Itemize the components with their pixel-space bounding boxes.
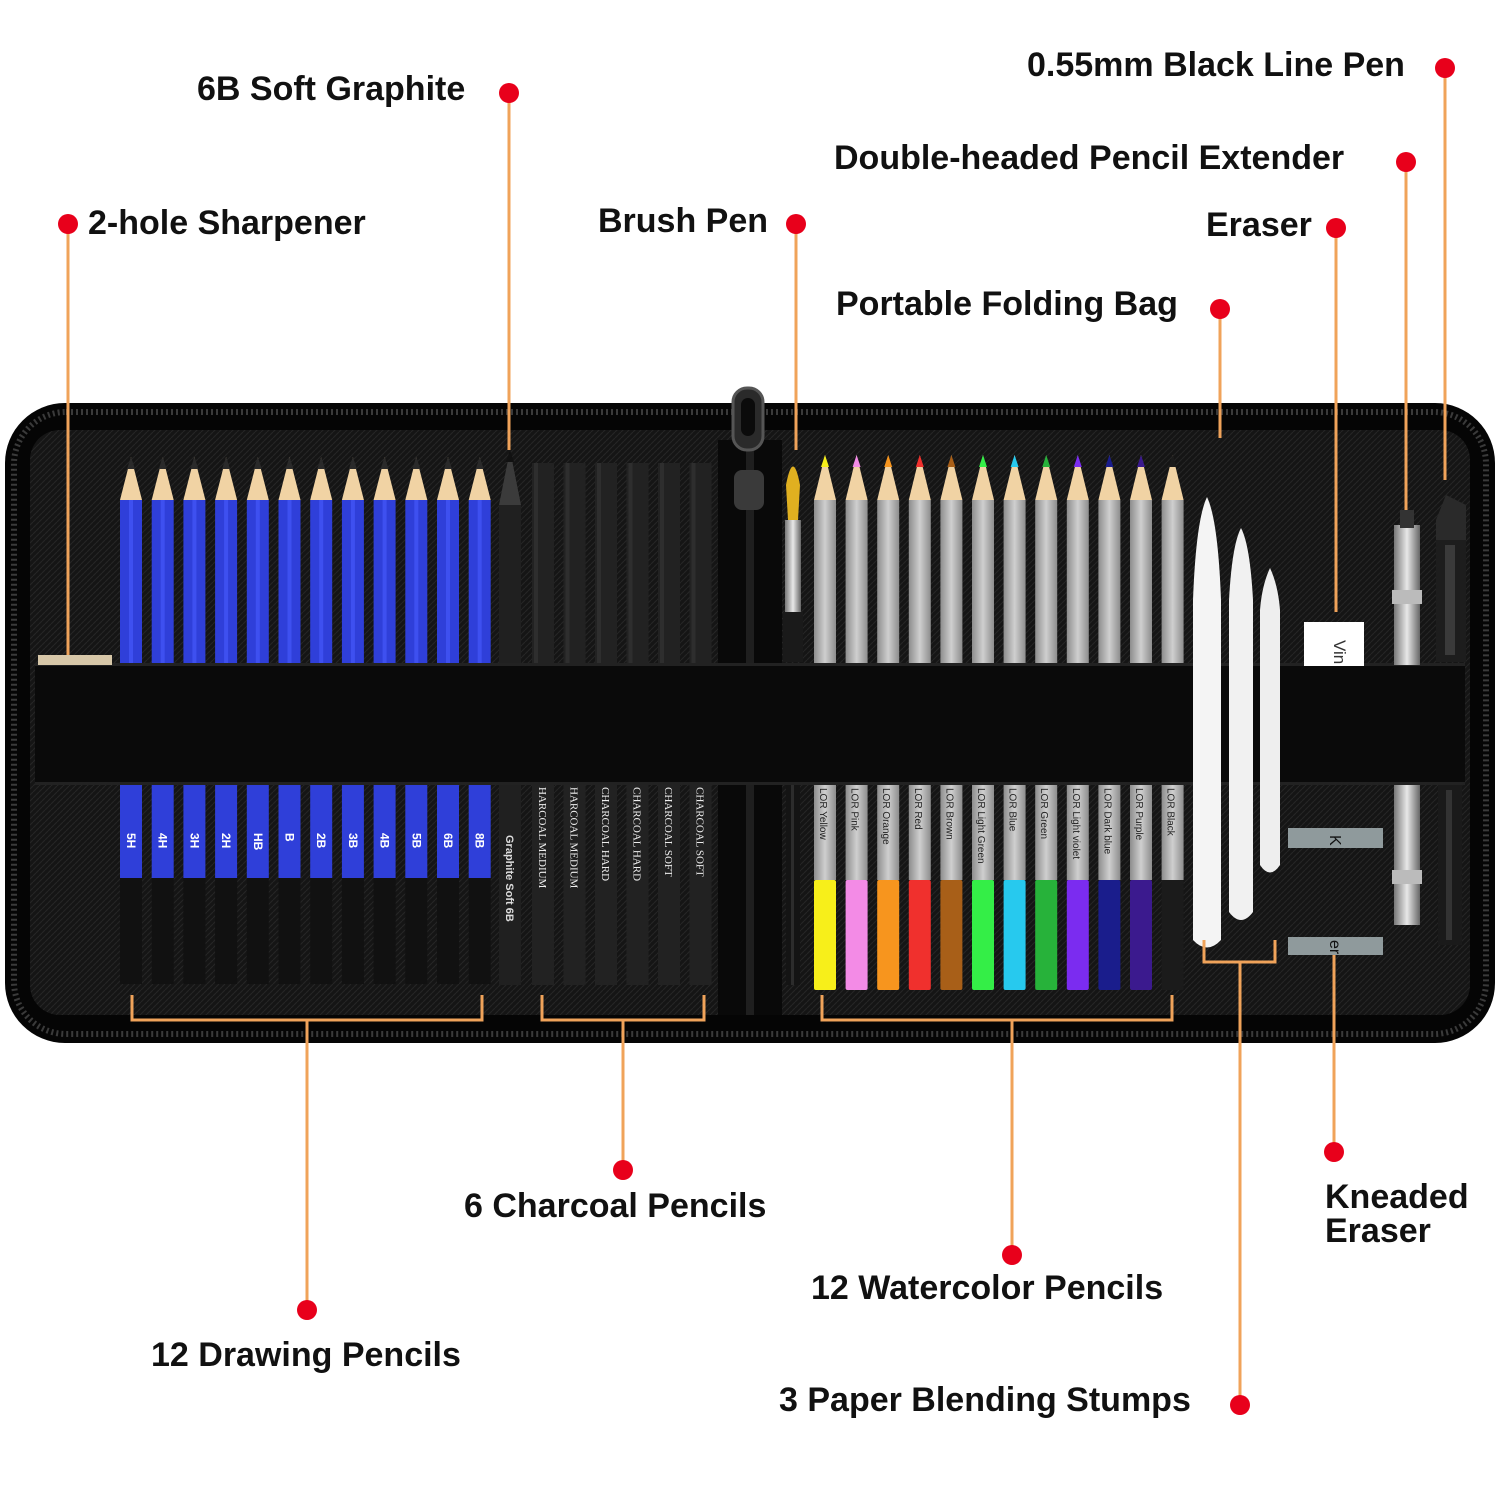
callout-dots xyxy=(58,58,1455,1415)
zipper-pull xyxy=(731,386,765,510)
drawing-pencil: 4B xyxy=(373,457,396,984)
watercolor-pencil: LOR Dark blue xyxy=(1098,455,1121,990)
drawing-pencil: 5H xyxy=(120,457,142,984)
drawing-pencil: 2B xyxy=(310,457,333,984)
charcoal-pencil: CHARCOAL SOFT xyxy=(658,463,680,985)
label-kneaded-eraser-line2: Eraser xyxy=(1325,1212,1431,1250)
watercolor-pencil: LOR Yellow xyxy=(814,455,836,990)
watercolor-pencil: LOR Light violet xyxy=(1066,455,1089,990)
watercolor-pencil-label: LOR Red xyxy=(912,788,923,830)
label-watercolor-pencils: 12 Watercolor Pencils xyxy=(811,1269,1164,1307)
watercolor-pencil-label: LOR Yellow xyxy=(817,788,828,840)
drawing-pencil: 4H xyxy=(151,457,174,984)
pencil-grade-label: 3B xyxy=(346,833,360,849)
watercolor-pencil: LOR Blue xyxy=(1003,455,1026,990)
kneaded-eraser: K er xyxy=(1288,828,1383,955)
drawing-pencil: HB xyxy=(246,457,269,984)
graphite-pencil: Graphite Soft 6B xyxy=(499,450,521,985)
charcoal-pencil-label: HARCOAL MEDIUM xyxy=(568,787,580,889)
charcoal-pencil: HARCOAL MEDIUM xyxy=(532,463,554,985)
label-blending-stumps: 3 Paper Blending Stumps xyxy=(779,1381,1191,1419)
watercolor-pencils: LOR Yellow LOR Pink LOR Orange LOR Red LOR B… xyxy=(814,455,1184,990)
drawing-pencils: 5H 4H 3H 2H HB B 2B 3B 4B 5B 6B 8B xyxy=(120,457,491,984)
charcoal-pencil: CHARCOAL HARD xyxy=(595,463,617,985)
watercolor-pencil: LOR Brown xyxy=(940,455,963,990)
label-sharpener: 2-hole Sharpener xyxy=(88,204,366,242)
watercolor-pencil: LOR Green xyxy=(1035,455,1058,990)
svg-text:K: K xyxy=(1326,835,1343,846)
label-folding-bag: Portable Folding Bag xyxy=(836,285,1178,323)
svg-text:er: er xyxy=(1326,940,1343,955)
leader-lines xyxy=(66,68,1447,1405)
svg-text:Vin: Vin xyxy=(1330,640,1349,664)
label-drawing-pencils: 12 Drawing Pencils xyxy=(151,1336,461,1374)
watercolor-pencil: LOR Pink xyxy=(845,455,868,990)
charcoal-pencil-label: HARCOAL MEDIUM xyxy=(536,787,548,889)
label-kneaded-eraser-line1: Kneaded xyxy=(1325,1178,1469,1216)
pencil-grade-label: B xyxy=(283,833,297,842)
charcoal-pencil-label: CHARCOAL SOFT xyxy=(662,787,674,877)
pencil-grade-label: HB xyxy=(251,833,265,851)
label-brush-pen: Brush Pen xyxy=(598,202,769,240)
drawing-pencil: 2H xyxy=(215,457,238,984)
pencil-grade-label: 8B xyxy=(473,833,487,849)
watercolor-pencil-label: LOR Pink xyxy=(849,788,860,832)
pencil-grade-label: 4H xyxy=(156,833,170,848)
drawing-pencil: 5B xyxy=(405,457,428,984)
drawing-pencil: 6B xyxy=(437,457,459,984)
watercolor-pencil: LOR Black xyxy=(1161,455,1184,990)
drawing-pencil: 8B xyxy=(468,457,491,984)
pencil-grade-label: 4B xyxy=(378,833,392,849)
eraser: Vin xyxy=(1304,622,1364,666)
sharpener xyxy=(38,655,112,665)
blending-stumps xyxy=(1193,497,1280,948)
charcoal-pencil-label: CHARCOAL HARD xyxy=(599,787,611,881)
watercolor-pencil-label: LOR Light Green xyxy=(975,788,986,864)
line-pen xyxy=(1436,495,1466,945)
pencil-grade-label: 3H xyxy=(187,833,201,848)
label-charcoal-pencils: 6 Charcoal Pencils xyxy=(464,1187,767,1225)
watercolor-pencil: LOR Light Green xyxy=(972,455,994,990)
watercolor-pencil-label: LOR Green xyxy=(1038,788,1049,839)
charcoal-pencil-label: CHARCOAL SOFT xyxy=(694,787,706,877)
watercolor-pencil-label: LOR Dark blue xyxy=(1101,788,1112,855)
watercolor-pencil-label: LOR Black xyxy=(1165,788,1176,837)
charcoal-pencils: HARCOAL MEDIUM HARCOAL MEDIUM CHARCOAL HAR… xyxy=(532,463,712,985)
brush-pen xyxy=(783,466,803,985)
pencil-grade-label: 2B xyxy=(314,833,328,849)
label-soft-graphite: 6B Soft Graphite xyxy=(197,70,466,108)
watercolor-pencil-label: LOR Light violet xyxy=(1070,788,1081,859)
drawing-pencil: B xyxy=(278,457,301,984)
watercolor-pencil: LOR Red xyxy=(908,455,931,990)
graphite-pencil-label: Graphite Soft 6B xyxy=(503,835,515,922)
pencil-extender xyxy=(1392,510,1422,925)
pencil-grade-label: 5B xyxy=(409,833,423,849)
watercolor-pencil-label: LOR Orange xyxy=(880,788,891,845)
watercolor-pencil-label: LOR Purple xyxy=(1133,788,1144,841)
charcoal-pencil-label: CHARCOAL HARD xyxy=(631,787,643,881)
watercolor-pencil-label: LOR Brown xyxy=(943,788,954,840)
charcoal-pencil: HARCOAL MEDIUM xyxy=(563,463,586,985)
watercolor-pencil-label: LOR Blue xyxy=(1007,788,1018,832)
label-kneaded-eraser: Kneaded Eraser xyxy=(1325,1180,1495,1248)
pencil-grade-label: 5H xyxy=(124,833,138,848)
watercolor-pencil: LOR Orange xyxy=(877,455,900,990)
charcoal-pencil: CHARCOAL SOFT xyxy=(689,463,712,985)
drawing-pencil: 3B xyxy=(341,457,364,984)
pencil-grade-label: 6B xyxy=(441,833,455,849)
label-pencil-extender: Double-headed Pencil Extender xyxy=(834,139,1345,177)
drawing-pencil: 3H xyxy=(183,457,206,984)
label-eraser: Eraser xyxy=(1206,206,1312,244)
watercolor-pencil: LOR Purple xyxy=(1130,455,1152,990)
label-black-line-pen: 0.55mm Black Line Pen xyxy=(1027,46,1405,84)
pencil-grade-label: 2H xyxy=(219,833,233,848)
charcoal-pencil: CHARCOAL HARD xyxy=(626,463,649,985)
